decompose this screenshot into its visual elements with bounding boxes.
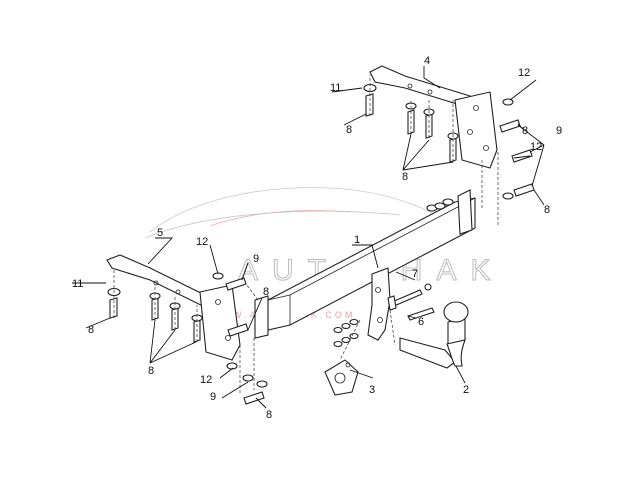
assembly-guide-lines bbox=[113, 75, 499, 395]
callout-5: 5 bbox=[157, 227, 163, 239]
callout-12-right-upper: 12 bbox=[518, 67, 530, 79]
callout-4: 4 bbox=[424, 55, 430, 67]
callout-7: 7 bbox=[412, 268, 418, 280]
callout-12-left-upper: 12 bbox=[196, 236, 208, 248]
ball-bolts bbox=[387, 283, 435, 321]
callout-3: 3 bbox=[369, 384, 375, 396]
callout-11-upper: 11 bbox=[330, 82, 341, 94]
watermark-car-logo bbox=[144, 187, 451, 239]
callout-8-upper-left: 8 bbox=[346, 124, 352, 136]
left-side-bracket bbox=[106, 254, 241, 361]
callout-8-left-center: 8 bbox=[148, 365, 154, 377]
callout-9-left-upper: 9 bbox=[253, 253, 259, 265]
callout-labels: 1 2 3 4 5 6 7 8 8 8 8 8 8 8 8 9 9 9 11 1… bbox=[72, 55, 562, 421]
callout-8-middle: 8 bbox=[263, 286, 269, 298]
callout-2: 2 bbox=[463, 384, 469, 396]
right-side-bracket bbox=[369, 65, 498, 169]
callout-9-right: 9 bbox=[556, 125, 562, 137]
leader-lines bbox=[72, 66, 545, 409]
callout-12-left-lower: 12 bbox=[200, 374, 212, 386]
callout-9-left-lower: 9 bbox=[210, 391, 216, 403]
callout-6: 6 bbox=[418, 316, 424, 328]
callout-8-right-upper: 8 bbox=[522, 125, 528, 137]
main-crossbar bbox=[254, 189, 476, 341]
socket-plate bbox=[324, 359, 359, 396]
callout-8-left: 8 bbox=[88, 324, 94, 336]
tow-ball bbox=[399, 301, 469, 369]
callout-11-left: 11 bbox=[72, 278, 83, 290]
callout-12-right-middle: 12 bbox=[530, 141, 542, 153]
callout-8-upper-center: 8 bbox=[402, 171, 408, 183]
callout-8-right-lower: 8 bbox=[544, 204, 550, 216]
callout-8-bottom: 8 bbox=[266, 409, 272, 421]
callout-1: 1 bbox=[354, 234, 360, 246]
